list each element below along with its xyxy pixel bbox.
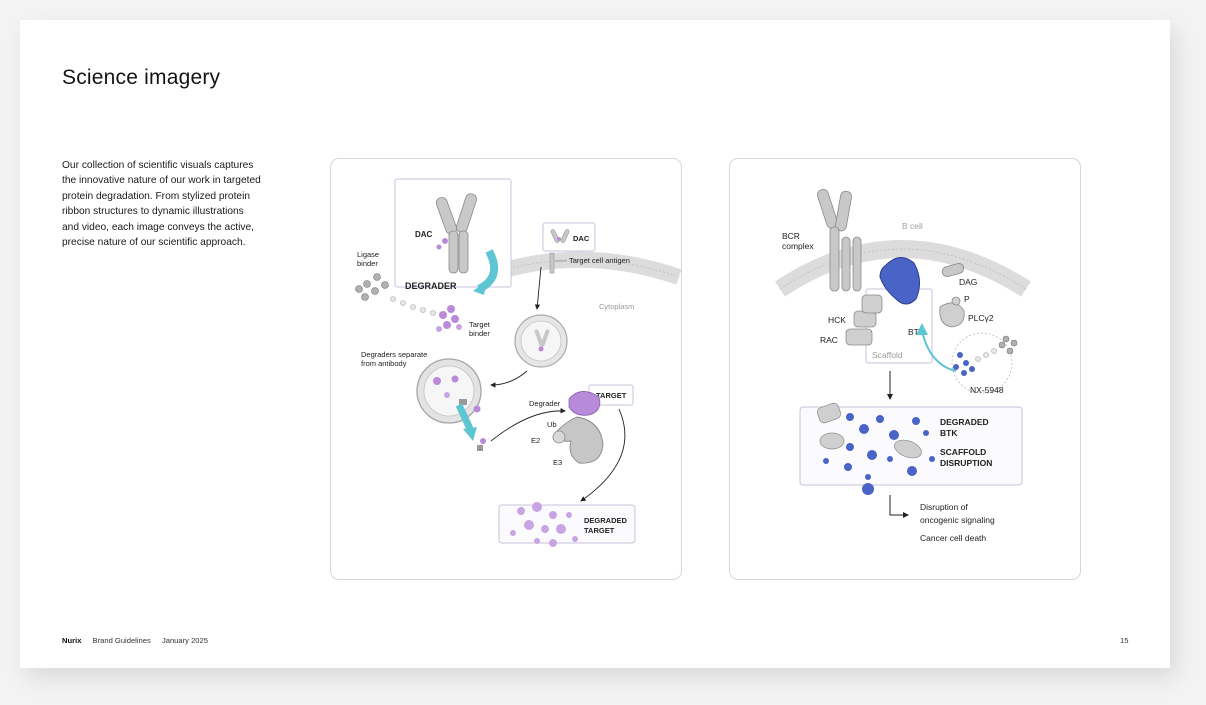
- cell-membrane: [506, 251, 681, 285]
- nx5948-molecule-icon: [953, 335, 1018, 376]
- e2-label: E2: [531, 436, 540, 445]
- target-cell-antigen-label: Target cell antigen: [569, 256, 630, 265]
- cancer-cell-death-label: Cancer cell death: [920, 533, 986, 543]
- btk-protein-icon: [879, 257, 920, 305]
- dac-label: DAC: [415, 230, 433, 239]
- footer-date: January 2025: [161, 636, 208, 645]
- antigen-stalk: [549, 252, 555, 274]
- hck-label: HCK: [828, 315, 846, 325]
- ub-label: Ub: [547, 420, 557, 429]
- bcr-label-1: BCR: [782, 231, 800, 241]
- scaffold-disruption-label-2: DISRUPTION: [940, 458, 992, 468]
- bcr-label-2: complex: [782, 241, 814, 251]
- e3-label: E3: [553, 458, 562, 467]
- degraders-separate-label-1: Degraders separate: [361, 350, 427, 359]
- cytoplasm-label: Cytoplasm: [599, 302, 634, 311]
- disruption-label-1: Disruption of: [920, 502, 968, 512]
- p-label: P: [964, 294, 970, 304]
- dac-small-label: DAC: [573, 234, 590, 243]
- degraders-separate-label-2: from antibody: [361, 359, 407, 368]
- btk-label: BTK: [908, 327, 925, 337]
- small-antibody-icon: [550, 229, 570, 243]
- free-degrader-icon: [477, 438, 486, 451]
- release-arrow-head: [473, 281, 487, 295]
- ligase-binder-label-2: binder: [357, 259, 378, 268]
- outcome-arrow: [889, 495, 909, 518]
- dac-mechanism-illustration: Cytoplasm DAC Ligase binder DEGRADER: [330, 158, 682, 580]
- separation-arrow-head: [463, 427, 477, 441]
- e3-ligase-complex-icon: [552, 391, 604, 464]
- degraded-target-box: [498, 504, 636, 544]
- page-number: 15: [1120, 636, 1129, 645]
- scaffold-label: Scaffold: [872, 350, 903, 360]
- b-cell-label: B cell: [902, 221, 923, 231]
- scaffold-disruption-label-1: SCAFFOLD: [940, 447, 986, 457]
- dag-icon: [941, 263, 965, 277]
- footer: Nurix Brand Guidelines January 2025: [62, 636, 217, 645]
- btk-degradation-illustration: B cell BCR complex DAG Scaffold BTK: [729, 158, 1081, 580]
- separation-arrow: [455, 403, 475, 433]
- target-binder-label-2: binder: [469, 329, 490, 338]
- degraded-fragments-icon: [510, 502, 578, 547]
- page-title: Science imagery: [62, 66, 221, 89]
- binding-arrow-head: [916, 323, 928, 335]
- plcy2-label: PLCγ2: [968, 313, 994, 323]
- ligase-binder-label-1: Ligase: [357, 250, 379, 259]
- degraded-btk-fragments-icon: [816, 402, 935, 495]
- binding-arrow: [921, 330, 957, 372]
- b-cell-membrane: [775, 240, 1031, 297]
- nx5948-label: NX-5948: [970, 385, 1004, 395]
- rac-label: RAC: [820, 335, 838, 345]
- disruption-label-2: oncogenic signaling: [920, 515, 995, 525]
- target-binder-label-1: Target: [469, 320, 491, 329]
- hck-rac-proteins-icon: [845, 294, 883, 346]
- bcr-complex-icon: [816, 189, 862, 292]
- endosome-icon: [514, 314, 568, 368]
- brand-guidelines-page: Science imagery Our collection of scient…: [20, 20, 1170, 668]
- lysosome-icon: [416, 358, 482, 424]
- dag-label: DAG: [959, 277, 977, 287]
- antibody-icon: [435, 193, 477, 274]
- description-text: Our collection of scientific visuals cap…: [62, 160, 261, 249]
- degraded-btk-label-1: DEGRADED: [940, 417, 989, 427]
- degraded-btk-label-2: BTK: [940, 428, 958, 438]
- degrader-label-small: Degrader: [529, 399, 561, 408]
- dac-small-box: [542, 222, 596, 252]
- footer-brand: Nurix: [62, 636, 82, 645]
- degrader-label: DEGRADER: [405, 281, 457, 291]
- footer-section: Brand Guidelines: [92, 636, 151, 645]
- plcy2-protein-icon: [939, 296, 965, 328]
- target-label: TARGET: [596, 391, 627, 400]
- degraded-target-label-2: TARGET: [584, 526, 615, 535]
- degrader-molecule-icon: [355, 273, 462, 332]
- nx5948-circle: [951, 332, 1013, 394]
- degraded-target-label-1: DEGRADED: [584, 516, 628, 525]
